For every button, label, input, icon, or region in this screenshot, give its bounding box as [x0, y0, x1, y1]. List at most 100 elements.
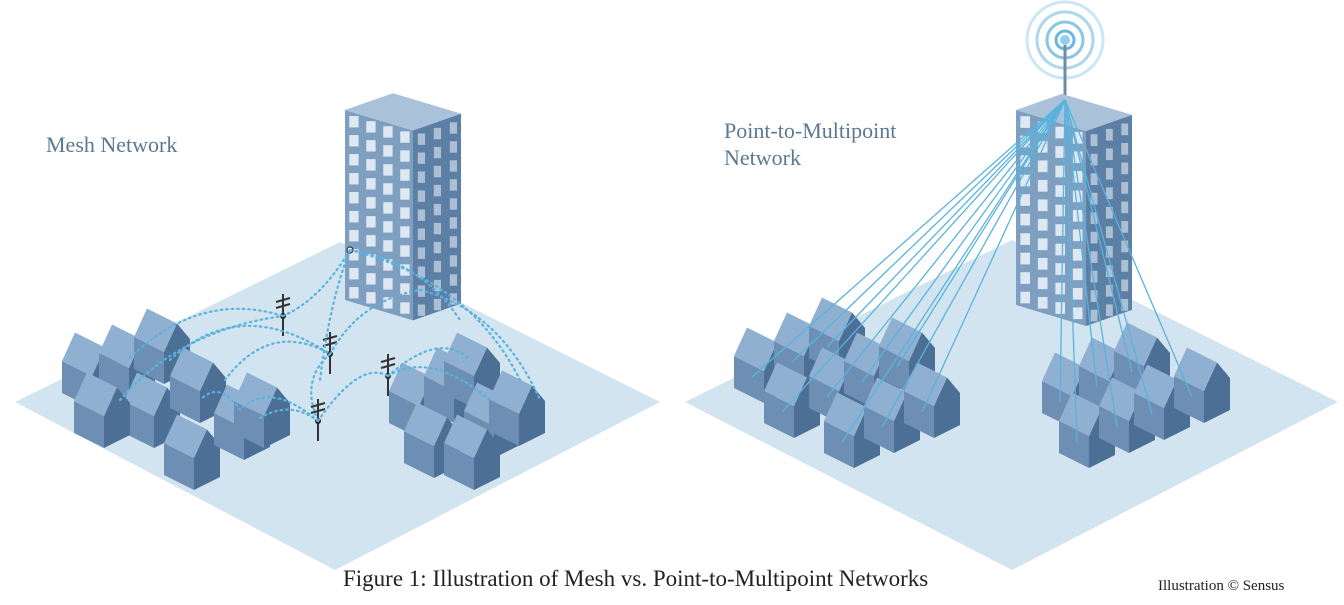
pole-crossbar: [380, 363, 396, 369]
building-window: [400, 264, 410, 276]
building-window: [1105, 284, 1113, 297]
building-front-face: [345, 110, 413, 321]
building-window: [366, 273, 376, 285]
figure-caption: Figure 1: Illustration of Mesh vs. Point…: [343, 566, 929, 591]
house-roof: [824, 392, 867, 436]
house-side-wall: [474, 429, 500, 490]
house: [164, 414, 220, 490]
building-window: [1072, 151, 1083, 164]
building-window: [1090, 231, 1098, 244]
building-window: [1020, 174, 1030, 187]
house-roof: [904, 362, 947, 406]
radio-link: [1064, 99, 1118, 428]
building-window: [1020, 116, 1030, 128]
house: [124, 372, 180, 448]
building-window: [349, 135, 359, 147]
building-window: [349, 211, 359, 223]
building-window: [1020, 272, 1030, 284]
house-front-wall: [124, 401, 154, 448]
mesh-link: [258, 408, 320, 423]
building-roof: [1016, 93, 1132, 131]
building-window: [417, 152, 425, 164]
house-side-wall: [104, 387, 130, 448]
building-window: [449, 198, 457, 210]
house-roof: [170, 347, 213, 391]
house-front-wall: [1059, 421, 1089, 468]
mesh-link: [168, 324, 332, 362]
building-window: [1055, 224, 1065, 236]
building-window: [366, 216, 376, 228]
building-window: [1121, 162, 1129, 175]
radio-link: [826, 99, 1066, 348]
building-window: [449, 141, 457, 153]
building-window: [1037, 179, 1048, 192]
building-window: [1020, 291, 1030, 304]
building-window: [400, 131, 410, 143]
building-window: [1105, 148, 1113, 161]
building-window: [1037, 296, 1048, 309]
house-front-wall: [824, 421, 854, 468]
building-window: [1037, 140, 1048, 153]
mesh-link: [223, 340, 332, 382]
building-window: [1020, 233, 1030, 245]
mesh-link: [128, 307, 285, 360]
building-window: [383, 259, 393, 271]
house: [1134, 364, 1190, 440]
radio-link: [921, 99, 1066, 413]
building-window: [349, 192, 359, 204]
building-window: [433, 184, 441, 197]
building-window: [449, 217, 457, 229]
house-roof: [1134, 364, 1177, 408]
building-window: [417, 133, 425, 145]
house-roof: [234, 372, 277, 416]
radio-link: [1064, 99, 1193, 398]
building-window: [366, 254, 376, 266]
building-window: [366, 235, 376, 247]
mesh-link: [310, 352, 332, 423]
building-window: [400, 169, 410, 181]
radio-link: [791, 99, 1066, 363]
house-roof: [1059, 392, 1102, 436]
point-to-multipoint-title: Point-to-Multipoint Network: [724, 117, 984, 171]
mesh-link: [316, 371, 390, 423]
building-window: [1055, 302, 1065, 314]
building-window: [1072, 131, 1083, 144]
house-front-wall: [764, 391, 794, 438]
house-roof: [734, 327, 777, 371]
building-window: [383, 202, 393, 214]
building-window: [1072, 190, 1083, 203]
building-window: [366, 140, 376, 152]
building-window: [366, 178, 376, 190]
building-window: [366, 121, 376, 133]
building-window: [366, 292, 376, 304]
building-window: [449, 255, 457, 267]
house-front-wall: [879, 346, 909, 393]
building-window: [1121, 143, 1129, 155]
building-window: [1055, 146, 1065, 158]
house-front-wall: [134, 337, 164, 384]
mesh-link: [118, 314, 285, 402]
building-window: [1072, 229, 1083, 242]
radio-link: [841, 99, 1066, 443]
building-window: [1090, 290, 1098, 302]
building-window: [1090, 309, 1098, 322]
building-window: [349, 268, 359, 280]
building-window: [1037, 218, 1048, 231]
building-window: [383, 278, 393, 290]
building-window: [1020, 213, 1030, 226]
building-window: [1105, 245, 1113, 258]
building-window: [1105, 187, 1113, 200]
house-front-wall: [170, 376, 200, 423]
building-window: [433, 260, 441, 273]
building-window: [1055, 185, 1065, 197]
building-window: [349, 116, 359, 128]
building-window: [1037, 199, 1048, 212]
mesh-link: [281, 248, 352, 318]
house-front-wall: [489, 399, 519, 446]
house-front-wall: [1174, 376, 1204, 423]
building-window: [383, 297, 393, 309]
building-window: [1037, 160, 1048, 173]
house-roof: [404, 402, 447, 446]
building-window: [1105, 226, 1113, 239]
